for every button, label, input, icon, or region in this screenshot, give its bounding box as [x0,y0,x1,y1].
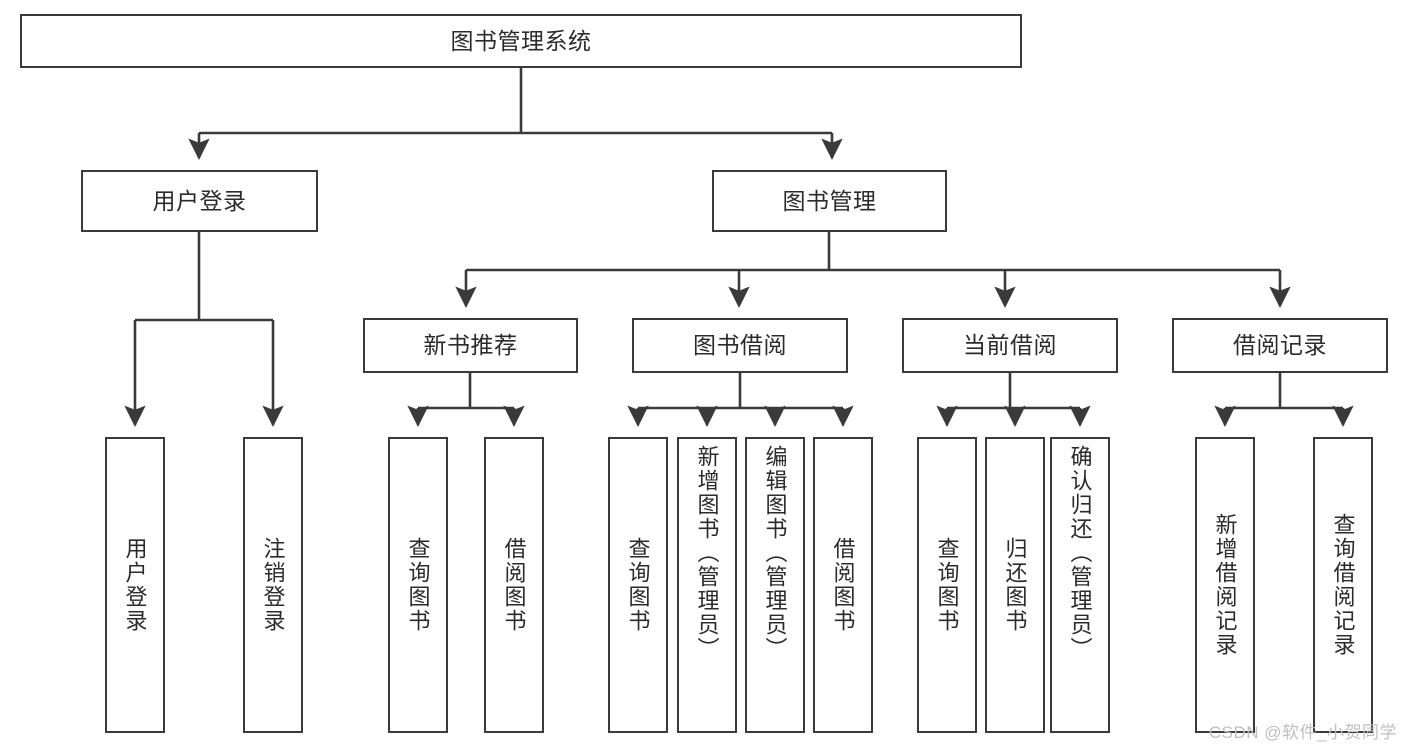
node-book-borrow[interactable]: 图书借阅 [632,318,848,373]
node-label: 当前借阅 [963,332,1057,359]
node-current-borrow[interactable]: 当前借阅 [902,318,1118,373]
node-label: 查询借阅记录 [1330,513,1356,657]
leaf-recommend-query-book[interactable]: 查询图书 [388,437,448,733]
node-label: 图书管理 [782,187,877,214]
node-label: 新增借阅记录 [1212,513,1238,657]
node-label: 用户登录 [152,187,247,214]
node-label: 归还图书 [1002,537,1028,633]
node-label: 图书管理系统 [450,27,592,54]
leaf-borrow-add-book-admin[interactable]: 新增图书（管理员） [677,437,737,733]
node-user-login[interactable]: 用户登录 [81,170,318,232]
node-label: 借阅记录 [1233,332,1327,359]
leaf-record-add-record[interactable]: 新增借阅记录 [1195,437,1255,733]
node-root-system[interactable]: 图书管理系统 [20,14,1022,68]
node-label: 借阅图书 [830,537,856,633]
node-label: 查询图书 [405,537,431,633]
leaf-recommend-borrow-book[interactable]: 借阅图书 [484,437,544,733]
leaf-borrow-query-book[interactable]: 查询图书 [608,437,668,733]
leaf-borrow-borrow-book[interactable]: 借阅图书 [813,437,873,733]
node-label: 用户登录 [122,537,148,633]
node-label: 借阅图书 [501,537,527,633]
leaf-current-confirm-return-admin[interactable]: 确认归还（管理员） [1050,437,1110,733]
node-label: 查询图书 [934,537,960,633]
node-label: 查询图书 [625,537,651,633]
leaf-record-query-record[interactable]: 查询借阅记录 [1313,437,1373,733]
leaf-user-login-logout[interactable]: 注销登录 [243,437,303,733]
node-book-management[interactable]: 图书管理 [712,170,947,232]
node-label: 编辑图书（管理员） [762,445,788,661]
node-borrow-record[interactable]: 借阅记录 [1172,318,1388,373]
node-label: 新书推荐 [423,332,518,359]
leaf-borrow-edit-book-admin[interactable]: 编辑图书（管理员） [745,437,805,733]
leaf-current-query-book[interactable]: 查询图书 [917,437,977,733]
node-label: 新增图书（管理员） [694,445,720,661]
watermark-text: CSDN @软件_小贺同学 [1208,723,1397,742]
node-label: 图书借阅 [693,332,787,359]
leaf-current-return-book[interactable]: 归还图书 [985,437,1045,733]
node-new-book-recommend[interactable]: 新书推荐 [363,318,578,373]
node-label: 确认归还（管理员） [1067,445,1093,661]
node-label: 注销登录 [260,537,286,633]
leaf-user-login-login[interactable]: 用户登录 [105,437,165,733]
